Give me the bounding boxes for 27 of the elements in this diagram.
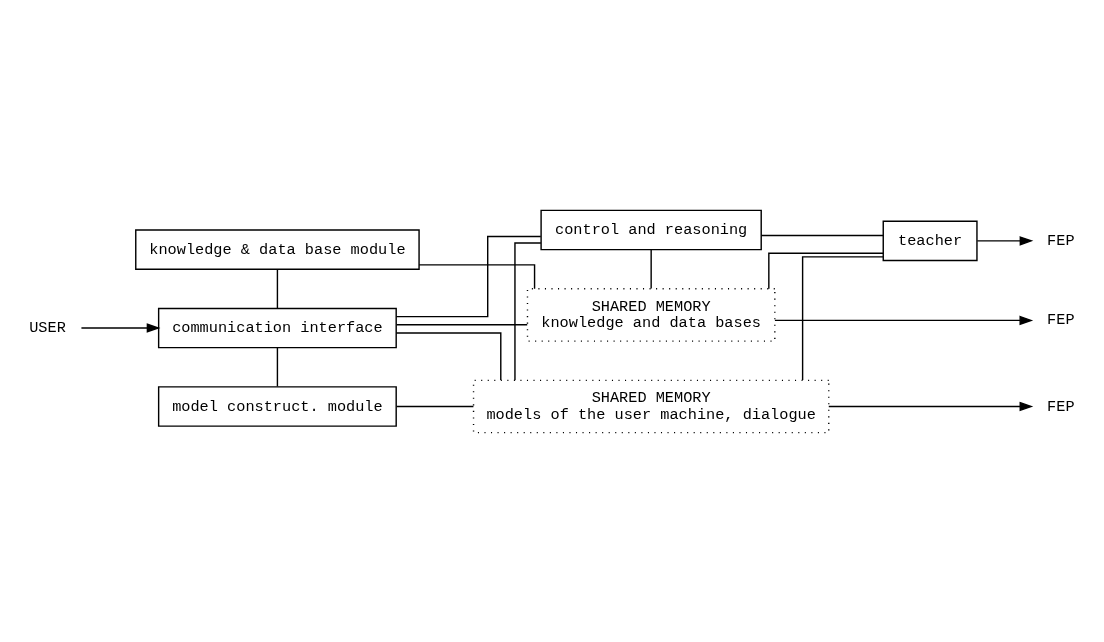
node-text: FEP [1047,310,1075,329]
connector [396,323,528,325]
node-box: SHARED MEMORY models of the user machine, dialogue [472,379,830,433]
arrow [774,315,1034,325]
node-box: communication interface [157,307,397,348]
node-text: FEP [1047,231,1075,250]
connector [801,255,884,381]
connector [418,263,536,289]
arrow [976,235,1034,246]
node-box: teacher [882,220,978,261]
connector [395,235,542,317]
connector [514,241,542,381]
node-box: model construct. module [157,385,397,427]
node-box: SHARED MEMORY knowledge and data bases [526,287,776,342]
connector [276,268,279,309]
connector [395,331,502,381]
arrow [80,322,161,333]
connector [760,234,884,236]
node-box: knowledge & data base module [135,228,420,270]
node-text: FEP [1047,397,1075,416]
connector [276,346,279,387]
arrow [828,401,1034,411]
connector [768,252,884,289]
node-box: control and reasoning [540,209,762,250]
node-text: USER [29,318,66,337]
connector [650,248,652,289]
connector [396,405,475,407]
